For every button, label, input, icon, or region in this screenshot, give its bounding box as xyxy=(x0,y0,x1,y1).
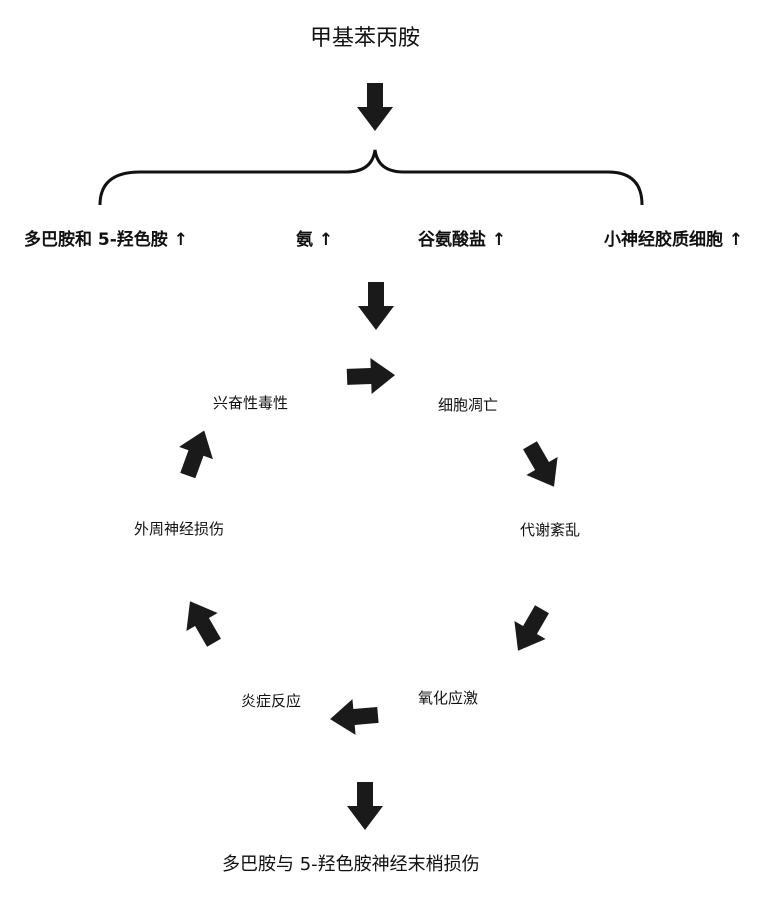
effect-label: 氨 xyxy=(296,230,313,250)
arrow-inflammation-to-peripheral xyxy=(174,592,230,652)
up-arrow-icon: ↑ xyxy=(728,230,744,250)
arrow-apoptosis-to-metabolic xyxy=(514,436,570,496)
node-metabolic-disorder: 代谢紊乱 xyxy=(520,521,581,539)
arrow-title-to-effects xyxy=(357,83,393,131)
node-inflammation: 炎症反应 xyxy=(241,692,302,710)
arrow-effects-to-cycle xyxy=(358,282,394,330)
effect-label: 谷氨酸盐 xyxy=(418,230,486,250)
effect-glutamate: 谷氨酸盐 ↑ xyxy=(418,232,506,249)
title-methamphetamine: 甲基苯丙胺 xyxy=(310,26,421,51)
arrow-metabolic-to-oxidative xyxy=(502,600,558,660)
node-oxidative-stress: 氧化应激 xyxy=(418,689,479,707)
outcome-nerve-terminal-damage: 多巴胺与 5-羟色胺神经末梢损伤 xyxy=(222,854,480,875)
node-apoptosis: 细胞凋亡 xyxy=(438,396,499,414)
arrow-excitotoxicity-to-apoptosis xyxy=(346,357,396,395)
effect-dopamine-serotonin: 多巴胺和 5-羟色胺 ↑ xyxy=(24,232,188,249)
arrow-cycle-to-outcome xyxy=(347,782,383,830)
node-peripheral-nerve-injury: 外周神经损伤 xyxy=(134,520,225,538)
effect-ammonia: 氨 ↑ xyxy=(296,232,333,249)
node-excitotoxicity: 兴奋性毒性 xyxy=(213,394,289,412)
up-arrow-icon: ↑ xyxy=(491,230,507,250)
up-arrow-icon: ↑ xyxy=(173,230,188,250)
up-arrow-icon: ↑ xyxy=(318,230,334,250)
arrow-peripheral-to-excitotoxicity xyxy=(170,424,222,482)
effect-label: 小神经胶质细胞 xyxy=(604,230,723,250)
effect-microglia: 小神经胶质细胞 ↑ xyxy=(604,232,743,249)
arrow-oxidative-to-inflammation xyxy=(328,696,380,738)
effect-label: 多巴胺和 5-羟色胺 xyxy=(24,230,168,250)
brace xyxy=(98,149,644,206)
